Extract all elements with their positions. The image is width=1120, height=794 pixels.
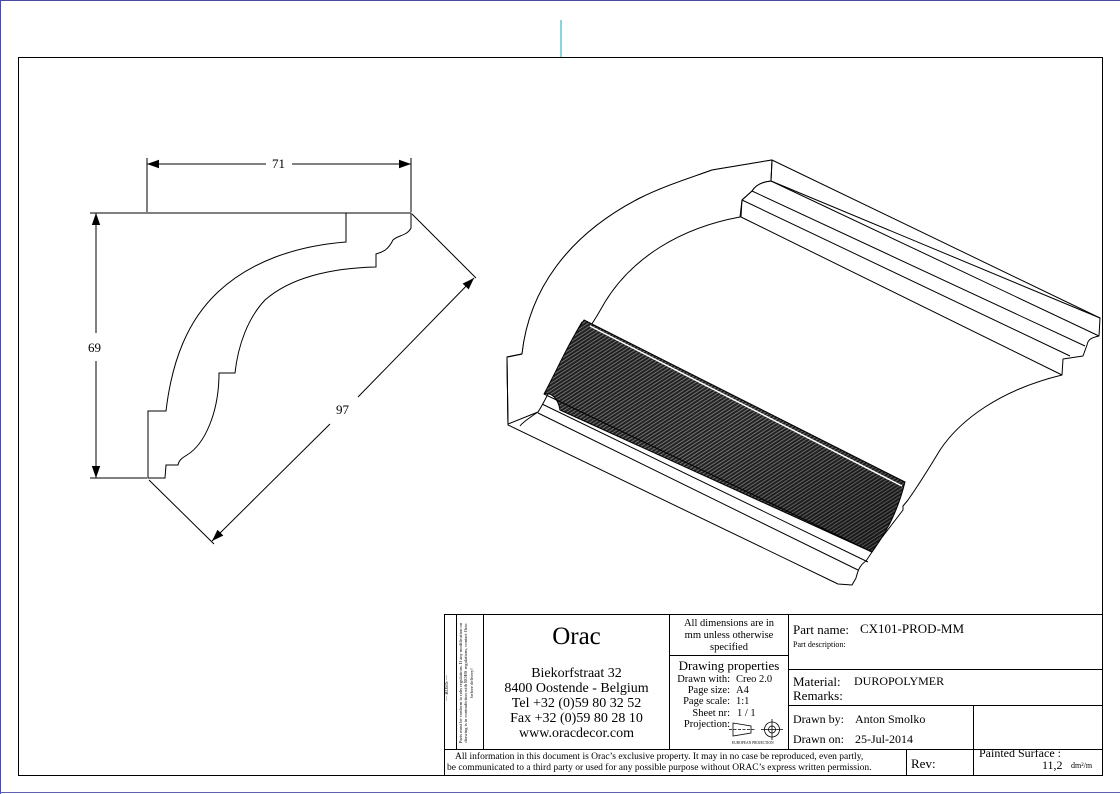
company-website[interactable]: www.oracdecor.com (519, 726, 634, 741)
company-tel: Tel +32 (0)59 80 32 52 (511, 696, 642, 711)
company-fax: Fax +32 (0)59 80 28 10 (510, 711, 643, 726)
projection-label: Projection: (683, 719, 730, 730)
sheet-nr-value: 1 / 1 (737, 708, 756, 719)
rohs-note: — ROHS — (445, 628, 451, 748)
drawn-by-value: Anton Smolko (855, 712, 926, 726)
page-scale-value: 1:1 (736, 696, 750, 707)
rohs-text: Parts must be conform to rohs regulation… (458, 622, 474, 744)
dim-width-label: 71 (270, 156, 287, 171)
painted-surface-label: Painted Surface : (979, 746, 1061, 760)
disclaimer-line-1: All information in this document is Orac… (455, 752, 864, 762)
dims-note-3: specified (710, 642, 748, 653)
dims-note-2: mm unless otherwise (684, 630, 774, 641)
drawn-on-label: Drawn on: (793, 732, 844, 746)
dimension-lines (90, 158, 477, 545)
remarks-label: Remarks: (793, 688, 843, 703)
part-description-label: Part description: (793, 640, 846, 649)
page-size-label: Page size: (687, 685, 730, 696)
dim-height-label: 69 (88, 340, 101, 355)
page-scale-label: Page scale: (683, 696, 730, 707)
dim-97-line (357, 277, 475, 398)
address-street: Biekorfstraat 32 (531, 666, 622, 681)
isometric-view (506, 159, 1101, 586)
painted-surface-value: 11,2 (1042, 758, 1063, 772)
rev-label: Rev: (911, 756, 936, 771)
drawn-with-value: Creo 2.0 (736, 674, 773, 685)
material-label: Material: (793, 674, 841, 689)
profile-view (147, 212, 412, 479)
projection-caption: EUROPEAN PROJECTION (732, 741, 774, 745)
part-name-value: CX101-PROD-MM (860, 621, 965, 636)
company-name: Orac (552, 623, 601, 650)
painted-surface-unit: dm²/m (1071, 761, 1093, 770)
drawn-on-value: 25-Jul-2014 (855, 732, 913, 746)
dims-note-1: All dimensions are in (683, 618, 775, 629)
profile-outline (147, 212, 412, 479)
dim-diagonal-label: 97 (335, 402, 350, 417)
material-value: DUROPOLYMER (854, 674, 945, 688)
projection-symbol-icon (729, 719, 783, 740)
disclaimer-line-2: be communicated to a third party or used… (447, 763, 872, 773)
drawn-with-label: Drawn with: (677, 674, 730, 685)
drawing-properties-title: Drawing properties (678, 658, 780, 673)
drawn-by-label: Drawn by: (793, 712, 844, 726)
page-size-value: A4 (736, 685, 749, 696)
rohs-title: — ROHS — (445, 675, 450, 701)
part-name-label: Part name: (793, 622, 849, 637)
sheet-nr-label: Sheet nr: (692, 708, 730, 719)
title-block-grid (444, 614, 1103, 776)
address-city: 8400 Oostende - Belgium (504, 681, 649, 696)
